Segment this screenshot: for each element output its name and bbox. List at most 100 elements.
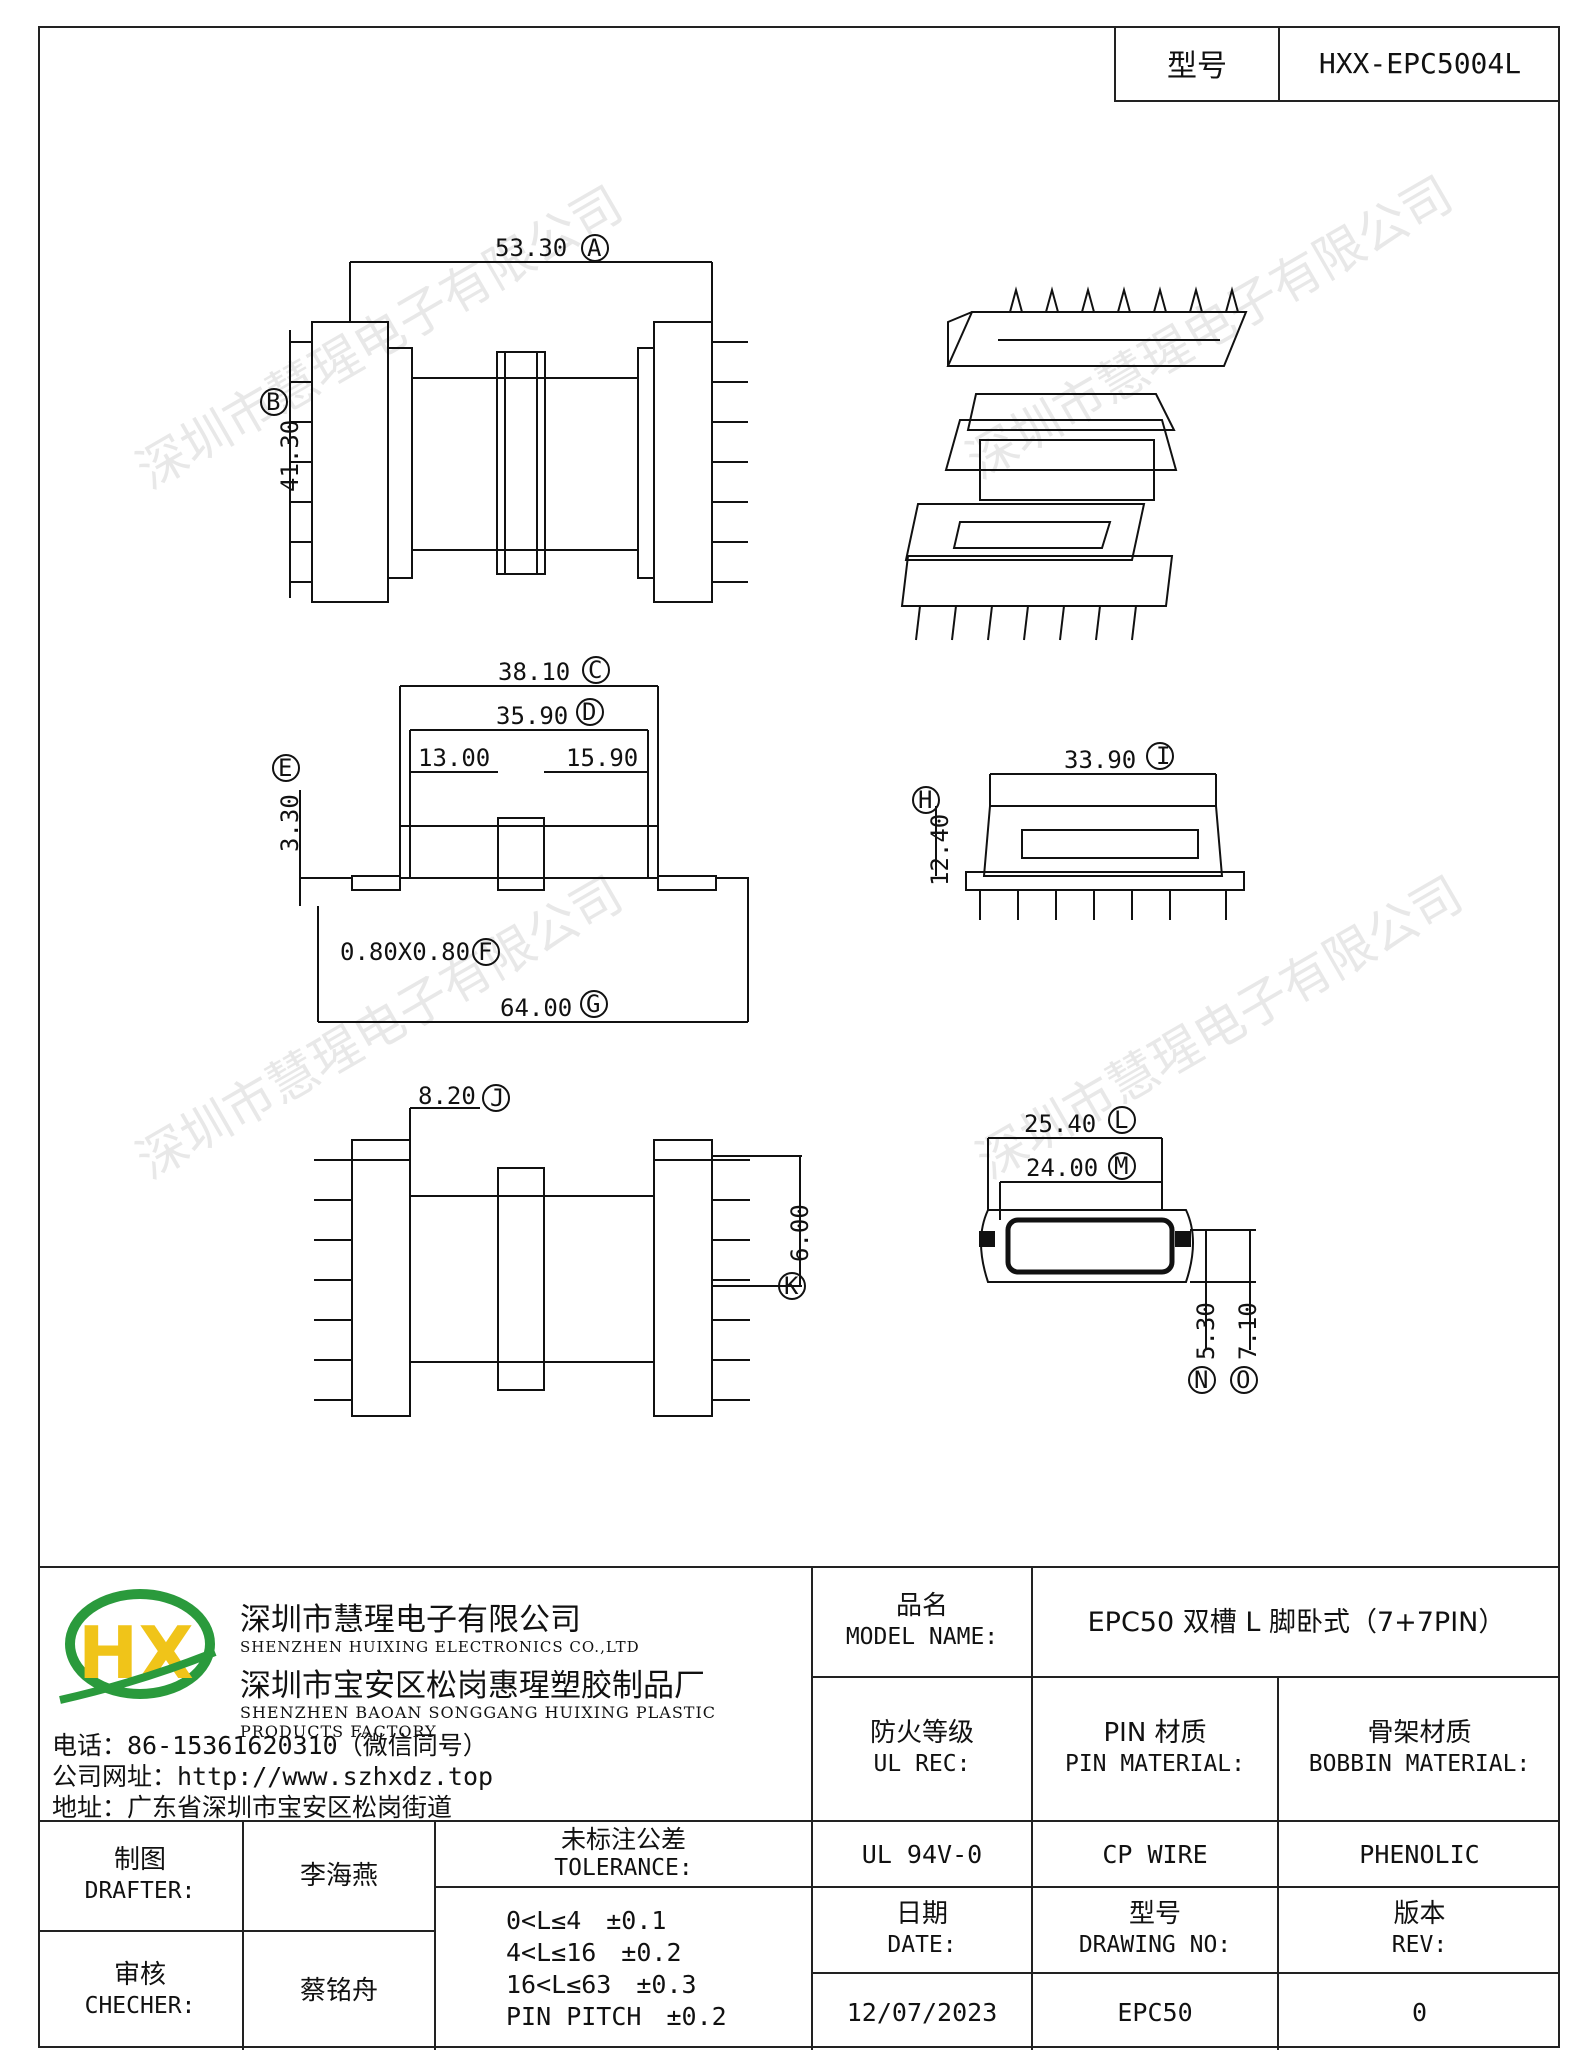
tolerance-line-4: PIN PITCH ±0.2	[506, 2002, 727, 2031]
watermark-1: 深圳市慧瑆电子有限公司	[127, 175, 632, 500]
company-name-en-1: SHENZHEN HUIXING ELECTRONICS CO.,LTD	[240, 1638, 640, 1656]
company-address: 地址：广东省深圳市宝安区松岗街道	[52, 1793, 453, 1822]
svg-text:O: O	[1236, 1366, 1250, 1394]
side-view: 33.90 I 12.40 H	[912, 742, 1245, 920]
dim-F-value: 0.80X0.80	[340, 938, 470, 966]
tolerance-line-2: 4<L≤16 ±0.2	[506, 1938, 682, 1967]
model-label: 型号	[1116, 26, 1280, 100]
technical-drawing: 深圳市慧瑆电子有限公司 深圳市慧瑆电子有限公司 深圳市慧瑆电子有限公司 深圳市慧…	[127, 165, 1472, 1417]
svg-text:K: K	[784, 1272, 799, 1300]
top-view-left-pins	[290, 341, 312, 583]
ul-rec-cn: 防火等级	[869, 1718, 974, 1748]
model-name-en: MODEL NAME:	[845, 1624, 999, 1650]
svg-text:M: M	[1114, 1152, 1128, 1180]
model-name-label-cell: 品名 MODEL NAME:	[813, 1568, 1033, 1678]
svg-text:E: E	[278, 754, 292, 782]
tolerance-en: TOLERANCE:	[554, 1855, 693, 1881]
svg-text:G: G	[586, 990, 600, 1018]
company-logo: HX	[59, 1589, 217, 1704]
bottom-view: 8.20 J 6.00 K	[314, 1082, 814, 1417]
iso-bottom-pins	[915, 605, 1137, 641]
side-view-pins	[979, 890, 1227, 920]
tolerance-line-3: 16<L≤63 ±0.3	[506, 1970, 697, 1999]
date-en: DATE:	[887, 1932, 957, 1958]
tolerance-label-cell: 未标注公差 TOLERANCE:	[436, 1822, 813, 1888]
drawing-no-cn: 型号	[1128, 1899, 1181, 1929]
pin-material-label-cell: PIN 材质 PIN MATERIAL:	[1033, 1678, 1279, 1822]
dim-H-value: 12.40	[926, 814, 954, 886]
rev-value: 0	[1411, 1997, 1428, 2027]
watermark-3: 深圳市慧瑆电子有限公司	[127, 865, 632, 1190]
end-view: 25.40 L 24.00 M 5.30 7.10 N O	[979, 1106, 1262, 1394]
svg-text:H: H	[918, 786, 932, 814]
dim-G-value: 64.00	[500, 994, 572, 1022]
ul-rec-label-cell: 防火等级 UL REC:	[813, 1678, 1033, 1822]
svg-text:B: B	[266, 388, 280, 416]
watermark-4: 深圳市慧瑆电子有限公司	[967, 865, 1472, 1190]
rev-cn: 版本	[1393, 1899, 1446, 1929]
dim-O-value: 7.10	[1234, 1302, 1262, 1360]
svg-text:F: F	[478, 938, 492, 966]
drawing-frame	[38, 26, 1560, 2048]
company-name-cn-1: 深圳市慧瑆电子有限公司	[240, 1602, 581, 1638]
dim-d1-value: 13.00	[418, 744, 490, 772]
tolerance-cn: 未标注公差	[560, 1825, 686, 1854]
dim-K-value: 6.00	[786, 1204, 814, 1262]
checker-label-cell: 审核 CHECHER:	[38, 1932, 244, 2050]
bottom-view-right-pins	[712, 1159, 750, 1401]
dim-D-value: 35.90	[496, 702, 568, 730]
dim-I-value: 33.90	[1064, 746, 1136, 774]
svg-text:D: D	[582, 698, 596, 726]
ul-rec-en: UL REC:	[873, 1751, 971, 1777]
drafter-label-cell: 制图 DRAFTER:	[38, 1822, 244, 1932]
bottom-view-left-pins	[314, 1159, 352, 1401]
company-info: HX 深圳市慧瑆电子有限公司 SHENZHEN HUIXING ELECTRON…	[38, 1568, 813, 1822]
checker-value: 蔡铭舟	[244, 1932, 436, 2050]
model-value: HXX-EPC5004L	[1318, 46, 1522, 80]
top-view-right-pins	[712, 341, 748, 583]
top-view: 53.30 A 41.30 B	[260, 234, 748, 603]
dim-M-value: 24.00	[1026, 1154, 1098, 1182]
svg-text:L: L	[1114, 1106, 1128, 1134]
tolerance-values-cell: 0<L≤4 ±0.1 4<L≤16 ±0.2 16<L≤63 ±0.3 PIN …	[436, 1888, 813, 2050]
bobbin-material-label-cell: 骨架材质 BOBBIN MATERIAL:	[1279, 1678, 1560, 1822]
rev-en: REV:	[1391, 1932, 1448, 1958]
company-phone: 电话：86-15361620310（微信同号）	[52, 1731, 488, 1760]
checker-cn: 审核	[113, 1960, 166, 1990]
checker-en: CHECHER:	[84, 1993, 196, 2019]
drafter-cn: 制图	[113, 1845, 166, 1875]
title-block: HX 深圳市慧瑆电子有限公司 SHENZHEN HUIXING ELECTRON…	[38, 1566, 1560, 2050]
dim-N-value: 5.30	[1192, 1302, 1220, 1360]
pin-material-en: PIN MATERIAL:	[1064, 1751, 1245, 1777]
date-label-cell: 日期 DATE:	[813, 1888, 1033, 1974]
date-value: 12/07/2023	[813, 1974, 1033, 2050]
front-view: 38.10 C 35.90 D 13.00 15.90 3.30 E 0.80X…	[272, 656, 749, 1023]
watermark-2: 深圳市慧瑆电子有限公司	[957, 165, 1462, 490]
svg-text:J: J	[490, 1084, 504, 1112]
dim-J-value: 8.20	[418, 1082, 476, 1110]
bobbin-material-value: PHENOLIC	[1279, 1822, 1560, 1888]
pin-material-value: CP WIRE	[1033, 1822, 1279, 1888]
iso-top-pins	[1009, 286, 1239, 313]
svg-text:A: A	[587, 234, 602, 262]
company-website: 公司网址：http://www.szhxdz.top	[52, 1762, 494, 1791]
dim-C-value: 38.10	[498, 658, 570, 686]
model-header-box: 型号 HXX-EPC5004L	[1114, 26, 1560, 102]
svg-text:I: I	[1156, 742, 1170, 770]
rev-label-cell: 版本 REV:	[1279, 1888, 1560, 1974]
drawing-no-en: DRAWING NO:	[1078, 1932, 1232, 1958]
tolerance-line-1: 0<L≤4 ±0.1	[506, 1906, 667, 1935]
dim-A-value: 53.30	[495, 234, 567, 262]
isometric-view	[900, 286, 1248, 641]
ul-rec-value: UL 94V-0	[813, 1822, 1033, 1888]
model-name-value: EPC50 双槽 L 脚卧式（7+7PIN）	[1033, 1568, 1560, 1678]
drafter-en: DRAFTER:	[84, 1878, 196, 1904]
drafter-value: 李海燕	[244, 1822, 436, 1932]
svg-text:C: C	[588, 656, 602, 684]
company-name-en-2: SHENZHEN BAOAN SONGGANG HUIXING PLASTIC …	[240, 1703, 717, 1741]
date-cn: 日期	[895, 1899, 948, 1929]
watermark-group: 深圳市慧瑆电子有限公司 深圳市慧瑆电子有限公司 深圳市慧瑆电子有限公司 深圳市慧…	[127, 165, 1472, 1190]
dim-d2-value: 15.90	[566, 744, 638, 772]
bobbin-material-cn: 骨架材质	[1367, 1718, 1472, 1748]
svg-text:N: N	[1194, 1366, 1208, 1394]
